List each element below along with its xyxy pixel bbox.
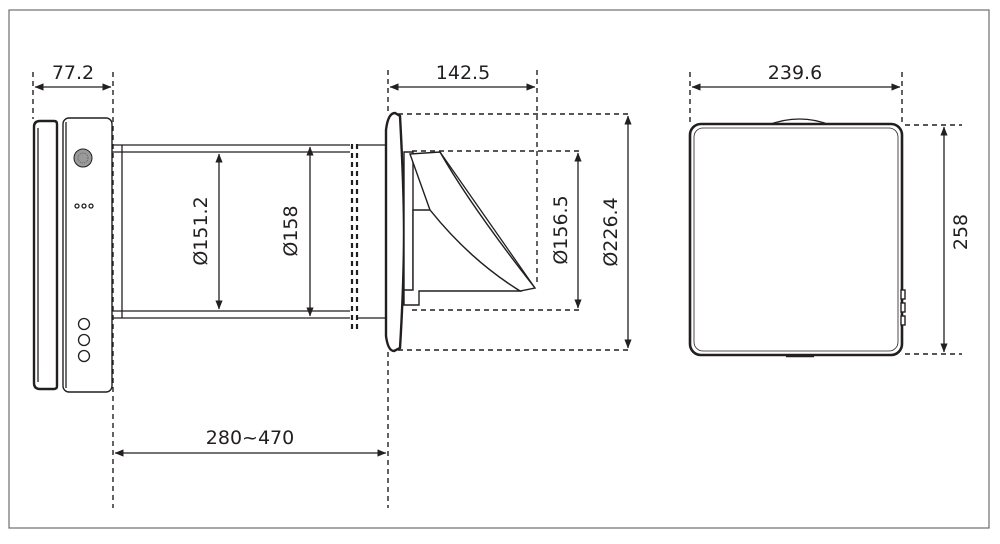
dim-label-panel-depth: 77.2 xyxy=(52,62,94,84)
drawing-frame xyxy=(8,9,990,529)
dim-label-pipe-outer-diameter: Ø158 xyxy=(280,205,302,256)
front-view: 239.6 258 xyxy=(688,62,972,358)
speaker-grille-icon xyxy=(73,148,93,168)
control-buttons-icon xyxy=(77,317,91,363)
dim-label-wall-thickness: 280~470 xyxy=(206,427,294,449)
dim-label-hood-flange-diameter: Ø226.4 xyxy=(600,197,622,266)
dim-label-hood-inner-diameter: Ø156.5 xyxy=(550,195,572,264)
dim-label-pipe-inner-diameter: Ø151.2 xyxy=(190,196,212,265)
side-view: 77.2 280~470 Ø151.2 Ø158 142.5 Ø156.5 Ø2… xyxy=(32,62,632,508)
front-panel-square xyxy=(688,122,904,357)
main-housing xyxy=(62,117,113,393)
dim-label-panel-width: 239.6 xyxy=(768,62,822,84)
duct-pipe xyxy=(112,144,386,330)
side-buttons-icon xyxy=(900,289,906,326)
front-panel xyxy=(32,119,59,391)
dim-label-panel-height: 258 xyxy=(950,214,972,250)
outer-hood xyxy=(384,111,537,353)
dim-label-hood-depth: 142.5 xyxy=(436,62,490,84)
indicator-lights-icon xyxy=(74,203,94,209)
extension-lines xyxy=(32,70,630,508)
